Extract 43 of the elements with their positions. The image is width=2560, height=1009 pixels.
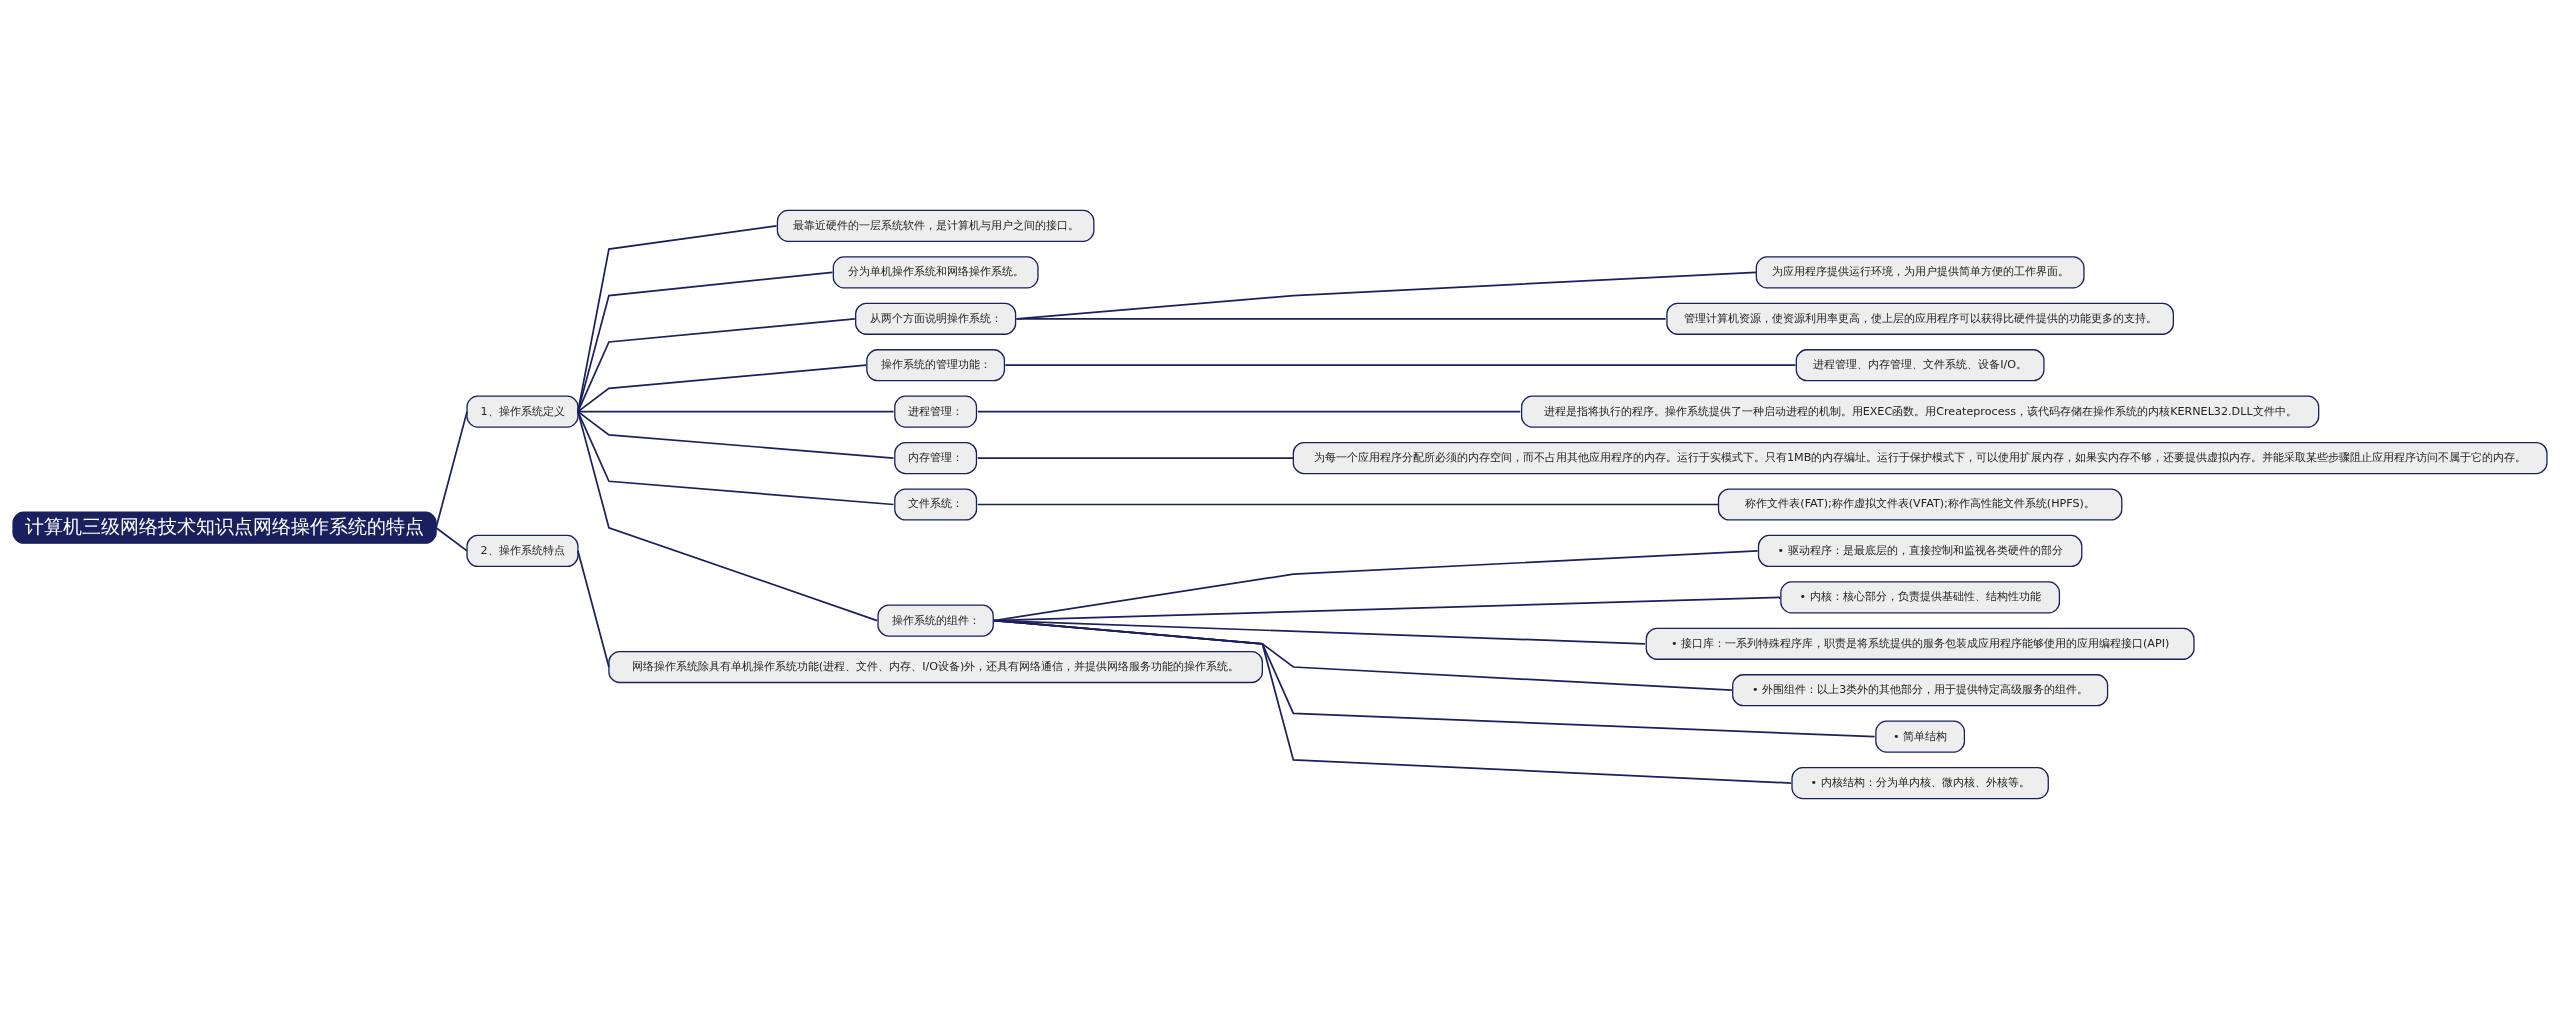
node-box: 2、操作系统特点 bbox=[466, 534, 579, 568]
connector bbox=[577, 550, 610, 668]
node-box: 从两个方面说明操作系统： bbox=[855, 302, 1017, 335]
node-box: 计算机三级网络技术知识点网络操作系统的特点 bbox=[12, 511, 437, 544]
connector bbox=[976, 457, 1295, 459]
connector bbox=[577, 364, 867, 413]
node-box: 1、操作系统定义 bbox=[466, 395, 579, 428]
connector bbox=[577, 271, 834, 413]
node-box: 进程管理： bbox=[894, 395, 978, 428]
connector bbox=[993, 619, 1793, 784]
connector bbox=[577, 410, 895, 413]
node-box: • 简单结构 bbox=[1875, 720, 1966, 753]
connector bbox=[577, 317, 856, 413]
connector bbox=[577, 410, 895, 459]
node-box: 进程管理、内存管理、文件系统、设备I/O。 bbox=[1795, 349, 2045, 382]
node-box: 网络操作系统除具有单机操作系统功能(进程、文件、内存、I/O设备)外，还具有网络通信，并提供网络服务功能的操作系统。 bbox=[608, 650, 1263, 684]
node-box: 进程是指将执行的程序。操作系统提供了一种启动进程的机制。用EXEC函数。用Createprocess，该代码存储在操作系统的内核KERNEL32.DLL文件中。 bbox=[1520, 395, 2320, 428]
connector bbox=[577, 410, 879, 622]
node-box: 最靠近硬件的一层系统软件，是计算机与用户之间的接口。 bbox=[776, 209, 1095, 243]
connector bbox=[993, 550, 1759, 622]
connector bbox=[976, 503, 1719, 506]
node-box: 内存管理： bbox=[894, 441, 978, 475]
node-box: 文件系统： bbox=[894, 488, 978, 521]
node-box: • 内核：核心部分，负责提供基础性、结构性功能 bbox=[1780, 581, 2061, 614]
connector bbox=[577, 410, 895, 506]
node-box: • 驱动程序：是最底层的，直接控制和监视各类硬件的部分 bbox=[1757, 534, 2083, 568]
node-box: 操作系统的组件： bbox=[877, 604, 994, 637]
node-box: • 外围组件：以上3类外的其他部分，用于提供特定高级服务的组件。 bbox=[1732, 674, 2109, 707]
connector bbox=[435, 410, 468, 529]
node-box: 操作系统的管理功能： bbox=[866, 349, 1006, 382]
connector bbox=[1015, 317, 1667, 320]
node-box: 称作文件表(FAT);称作虚拟文件表(VFAT);称作高性能文件系统(HPFS)。 bbox=[1717, 488, 2123, 521]
node-box: • 内核结构：分为单内核、微内核、外核等。 bbox=[1791, 766, 2049, 800]
node-box: 分为单机操作系统和网络操作系统。 bbox=[832, 256, 1039, 289]
node-box: 为应用程序提供运行环境，为用户提供简单方便的工作界面。 bbox=[1755, 256, 2085, 289]
connector bbox=[976, 410, 1522, 413]
connector bbox=[1004, 364, 1797, 367]
connector bbox=[1015, 271, 1757, 320]
node-box: 为每一个应用程序分配所必须的内存空间，而不占用其他应用程序的内存。运行于实模式下。只有1MB的内存编址。运行于保护模式下，可以使用扩展内存，如果实内存不够，还要提供虚拟内存。并能采取某些步骤阻止应用程序访问不属于它的内存。 bbox=[1292, 441, 2548, 475]
connector bbox=[577, 225, 778, 413]
node-box: 管理计算机资源，使资源利用率更高，使上层的应用程序可以获得比硬件提供的功能更多的支持。 bbox=[1666, 302, 2174, 335]
connector bbox=[435, 526, 468, 552]
node-box: • 接口库：一系列特殊程序库，职责是将系统提供的服务包装成应用程序能够使用的应用编程接口(API) bbox=[1645, 627, 2195, 660]
